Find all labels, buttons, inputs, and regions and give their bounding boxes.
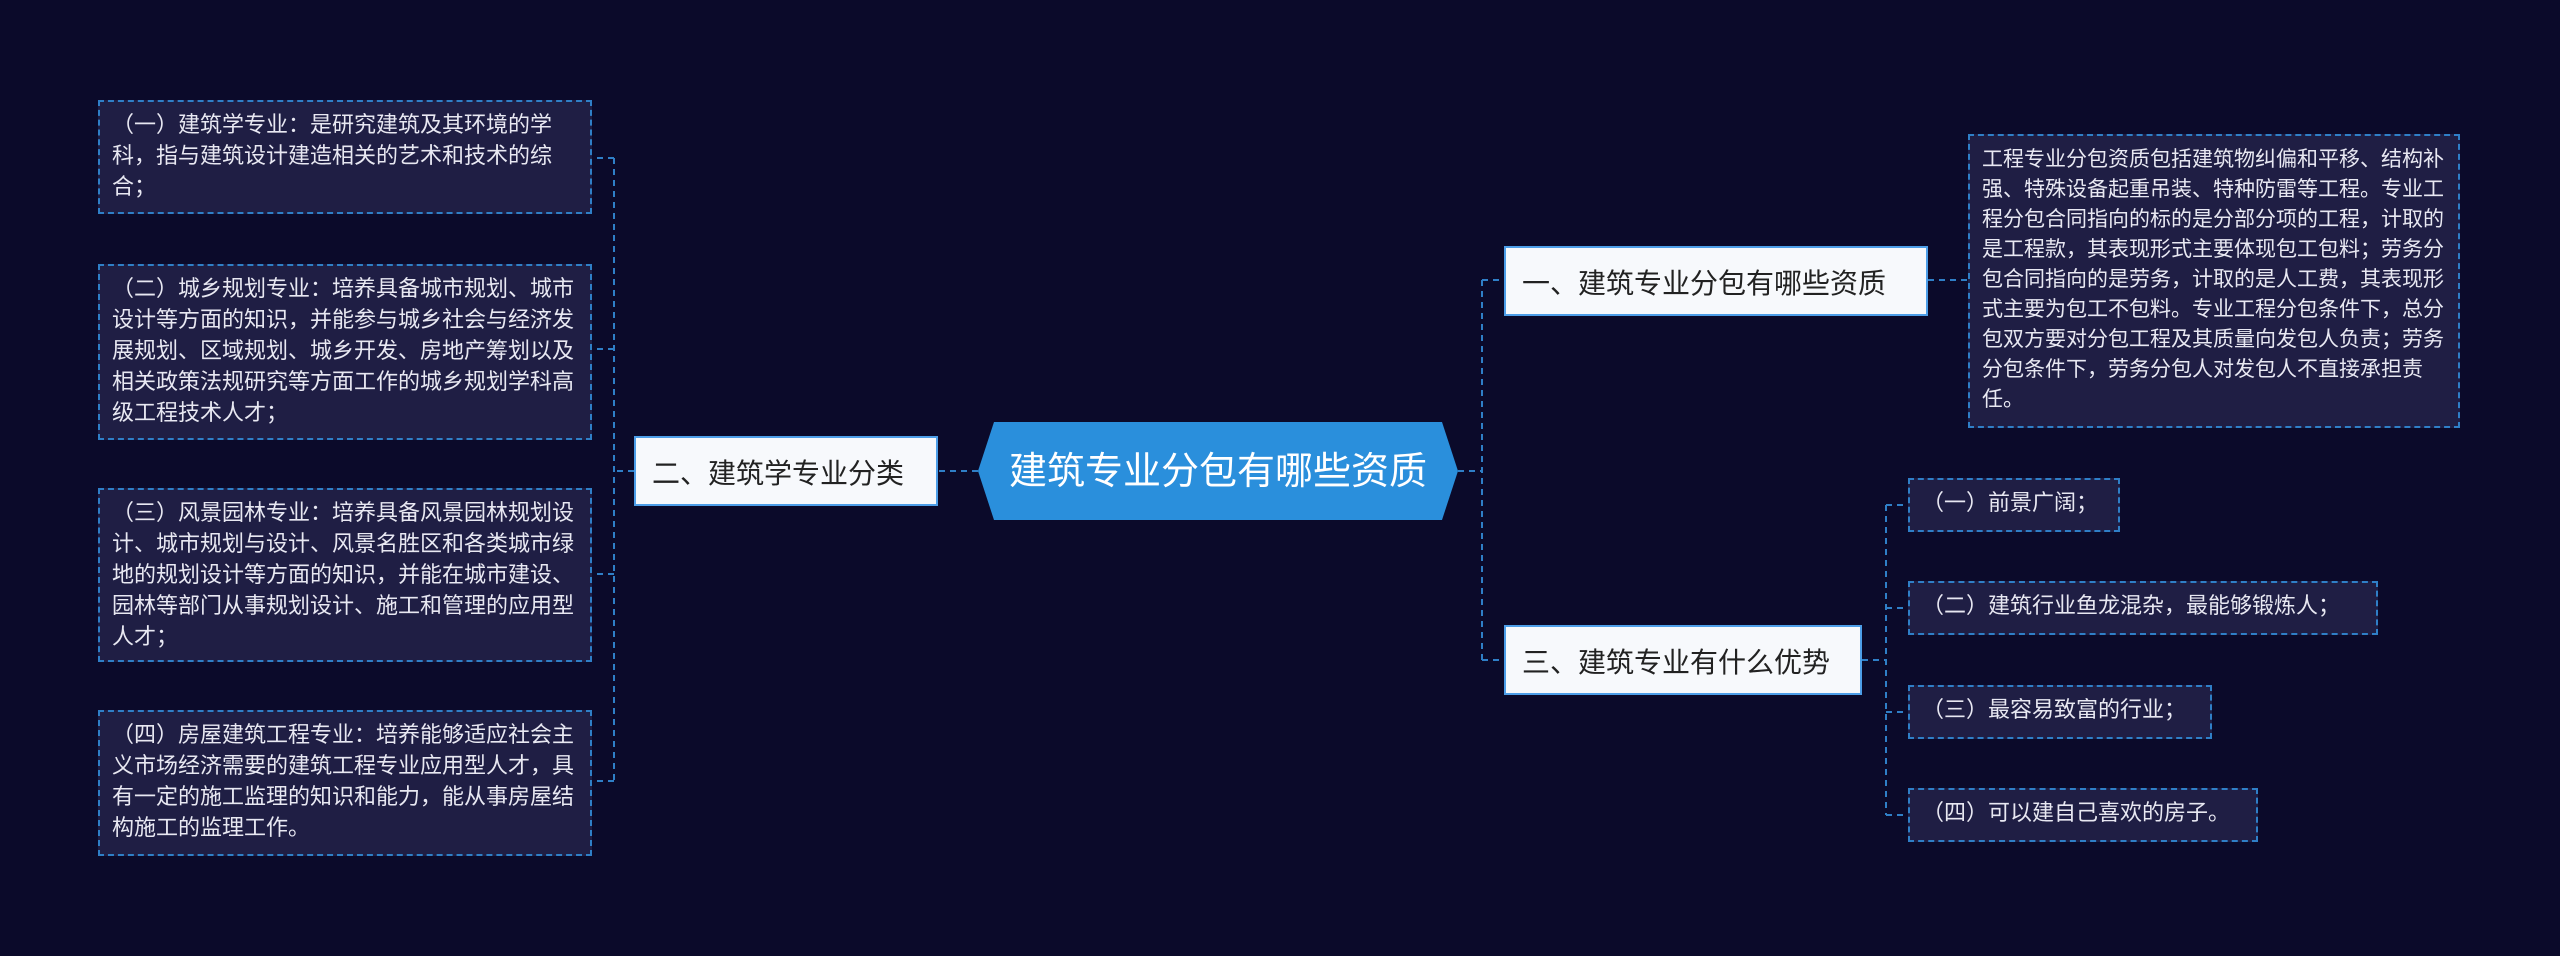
- branch-label-qualifications: 一、建筑专业分包有哪些资质: [1522, 267, 1887, 300]
- leaf-node-advantage-2[interactable]: （二）建筑行业鱼龙混杂，最能够锻炼人；: [1908, 581, 2378, 635]
- leaf-node-advantage-4[interactable]: （四）可以建自己喜欢的房子。: [1908, 788, 2258, 842]
- leaf-text-landscape: （三）风景园林专业：培养具备风景园林规划设计、城市规划与设计、风景名胜区和各类城…: [112, 501, 575, 650]
- leaf-text-urban-planning: （二）城乡规划专业：培养具备城市规划、城市设计等方面的知识，并能参与城乡社会与经…: [112, 277, 575, 426]
- root-node-label: 建筑专业分包有哪些资质: [1008, 449, 1427, 493]
- branch-node-advantages[interactable]: 三、建筑专业有什么优势: [1504, 625, 1862, 695]
- branch-label-advantages: 三、建筑专业有什么优势: [1522, 646, 1831, 679]
- leaf-node-advantage-1[interactable]: （一）前景广阔；: [1908, 478, 2120, 532]
- leaf-node-building-engineering[interactable]: （四）房屋建筑工程专业：培养能够适应社会主义市场经济需要的建筑工程专业应用型人才…: [98, 710, 592, 856]
- root-node[interactable]: 建筑专业分包有哪些资质: [978, 422, 1458, 520]
- leaf-node-landscape[interactable]: （三）风景园林专业：培养具备风景园林规划设计、城市规划与设计、风景名胜区和各类城…: [98, 488, 592, 662]
- leaf-node-urban-planning[interactable]: （二）城乡规划专业：培养具备城市规划、城市设计等方面的知识，并能参与城乡社会与经…: [98, 264, 592, 440]
- root-node-shape: [978, 422, 1458, 520]
- leaf-node-qualifications-detail[interactable]: 工程专业分包资质包括建筑物纠偏和平移、结构补强、特殊设备起重吊装、特种防雷等工程…: [1968, 134, 2460, 428]
- leaf-node-architecture[interactable]: （一）建筑学专业：是研究建筑及其环境的学科，指与建筑设计建造相关的艺术和技术的综…: [98, 100, 592, 214]
- leaf-text-advantage-3: （三）最容易致富的行业；: [1922, 698, 2187, 723]
- leaf-text-qualifications-detail: 工程专业分包资质包括建筑物纠偏和平移、结构补强、特殊设备起重吊装、特种防雷等工程…: [1982, 147, 2444, 411]
- leaf-text-building-engineering: （四）房屋建筑工程专业：培养能够适应社会主义市场经济需要的建筑工程专业应用型人才…: [112, 723, 575, 841]
- leaf-text-advantage-4: （四）可以建自己喜欢的房子。: [1922, 801, 2231, 826]
- leaf-text-architecture: （一）建筑学专业：是研究建筑及其环境的学科，指与建筑设计建造相关的艺术和技术的综…: [112, 113, 553, 200]
- branch-label-architecture-majors: 二、建筑学专业分类: [652, 457, 905, 490]
- branch-node-architecture-majors[interactable]: 二、建筑学专业分类: [634, 436, 938, 506]
- branch-node-qualifications[interactable]: 一、建筑专业分包有哪些资质: [1504, 246, 1928, 316]
- leaf-text-advantage-2: （二）建筑行业鱼龙混杂，最能够锻炼人；: [1922, 594, 2341, 619]
- leaf-text-advantage-1: （一）前景广阔；: [1922, 491, 2099, 516]
- leaf-node-advantage-3[interactable]: （三）最容易致富的行业；: [1908, 685, 2212, 739]
